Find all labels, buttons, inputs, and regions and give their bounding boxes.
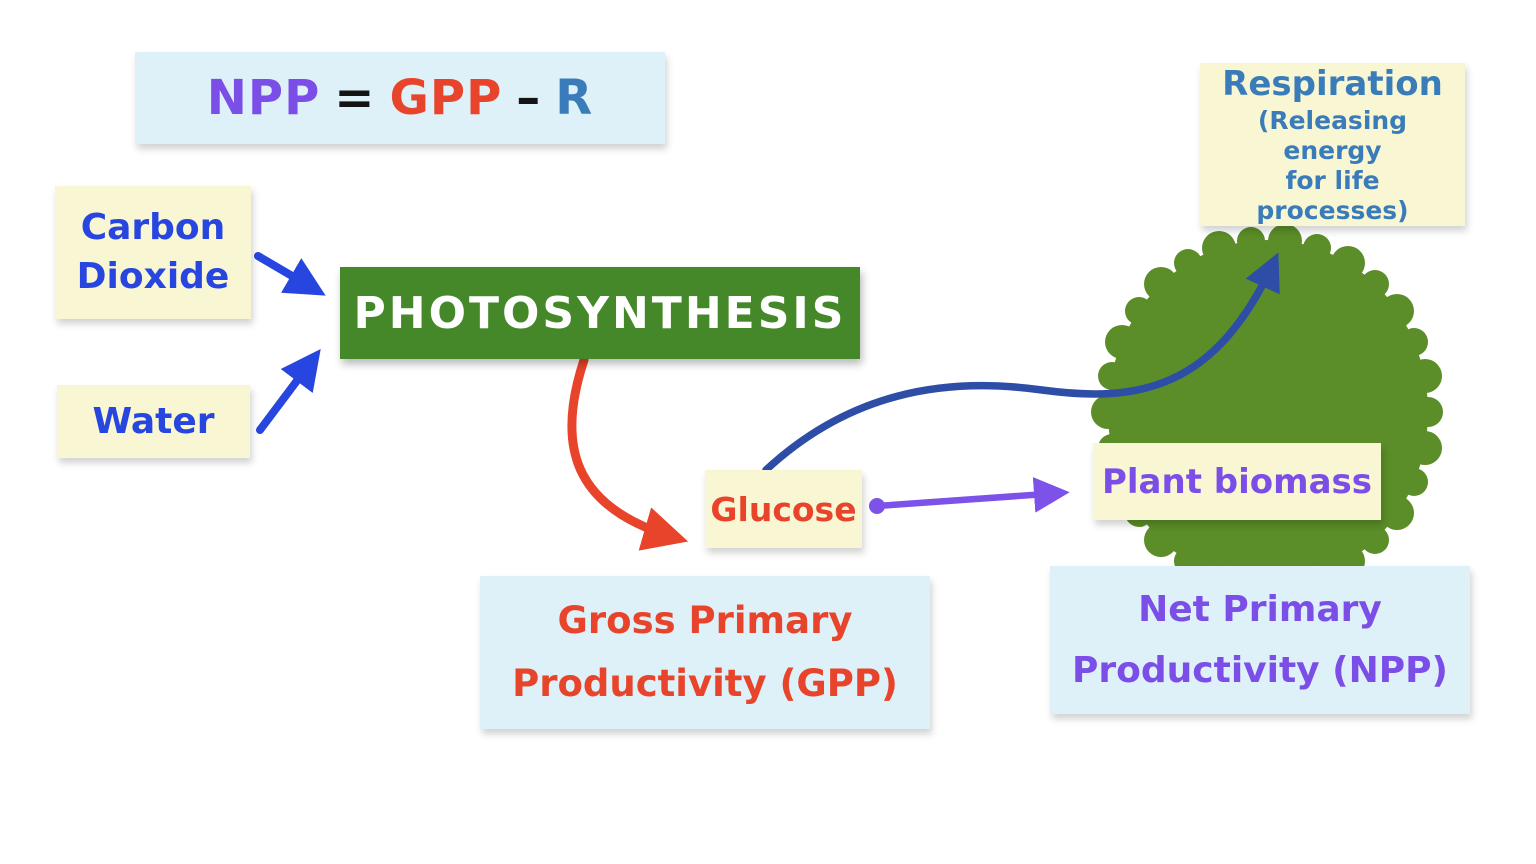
respiration-title: Respiration <box>1222 64 1443 105</box>
arrow-water-to-photosynthesis <box>256 349 321 434</box>
formula-r: R <box>555 70 594 126</box>
formula-equals: = <box>334 70 376 126</box>
node-glucose: Glucose <box>705 470 862 548</box>
respiration-subtitle-line2: for life processes) <box>1256 165 1409 225</box>
arrow-glucose-to-plant-biomass <box>873 477 1070 513</box>
node-photosynthesis: PHOTOSYNTHESIS <box>340 267 860 359</box>
node-plant-biomass: Plant biomass <box>1093 443 1381 520</box>
formula-box: NPP = GPP – R <box>135 52 665 144</box>
arrow-start-dot <box>869 498 885 514</box>
water-label: Water <box>92 401 215 442</box>
gpp-line2: Productivity (GPP) <box>512 661 898 705</box>
photosynthesis-label: PHOTOSYNTHESIS <box>353 287 847 339</box>
label-net-primary-productivity: Net Primary Productivity (NPP) <box>1050 566 1470 714</box>
carbon-dioxide-label: Carbon Dioxide <box>76 206 230 297</box>
plant-biomass-label: Plant biomass <box>1101 461 1372 502</box>
node-water: Water <box>57 385 250 458</box>
formula-gpp: GPP <box>389 70 503 126</box>
arrow-photosynthesis-to-glucose <box>567 355 689 551</box>
glucose-label: Glucose <box>710 489 857 529</box>
npp-line2: Productivity (NPP) <box>1072 650 1448 691</box>
arrow-glucose-to-respiration <box>762 252 1280 474</box>
node-respiration: Respiration (Releasing energy for life p… <box>1200 63 1465 226</box>
node-carbon-dioxide: Carbon Dioxide <box>55 186 251 319</box>
npp-line1: Net Primary <box>1138 588 1382 630</box>
arrow-carbon-dioxide-to-photosynthesis <box>254 252 326 296</box>
gpp-line1: Gross Primary <box>557 598 853 642</box>
formula-npp: NPP <box>206 70 321 126</box>
formula-minus: – <box>516 70 542 126</box>
label-gross-primary-productivity: Gross Primary Productivity (GPP) <box>480 576 930 729</box>
respiration-subtitle-line1: (Releasing energy <box>1257 105 1408 165</box>
